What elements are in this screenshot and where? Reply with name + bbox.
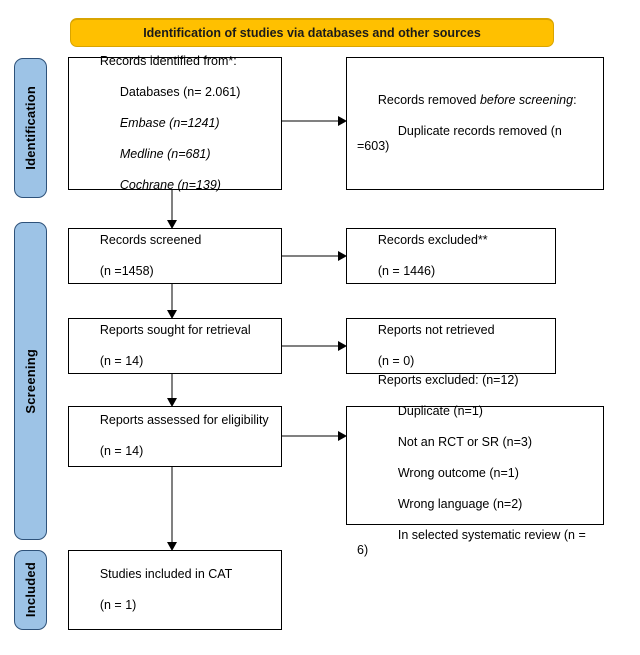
arrow-line	[171, 467, 173, 550]
reports-excluded-line5: Wrong language (n=2)	[397, 496, 523, 511]
stage-label-included: Included	[23, 562, 38, 618]
arrow-sought-to-assessed	[166, 374, 178, 407]
reports-sought-line2: (n = 14)	[99, 353, 144, 368]
arrow-head-right-icon	[338, 251, 347, 261]
reports-assessed-line2: (n = 14)	[99, 444, 144, 459]
box-reports-not-retrieved-text: Reports not retrieved (n = 0)	[347, 307, 555, 385]
reports-sought-line1: Reports sought for retrieval	[99, 322, 251, 337]
box-studies-included: Studies included in CAT (n = 1)	[68, 550, 282, 630]
arrow-line	[171, 284, 173, 318]
arrow-line	[282, 120, 346, 122]
arrow-sought-to-not-retrieved	[282, 340, 347, 352]
arrow-head-down-icon	[167, 220, 177, 229]
arrow-line	[171, 190, 173, 228]
box-records-identified: Records identified from*: Databases (n= …	[68, 54, 282, 192]
stage-bar-screening: Screening	[14, 222, 47, 540]
records-screened-line1: Records screened	[99, 232, 202, 247]
arrow-head-down-icon	[167, 398, 177, 407]
header-banner-title: Identification of studies via databases …	[143, 26, 481, 40]
records-removed-line1-emphasis: before screening	[479, 92, 574, 107]
arrow-assessed-to-included	[166, 467, 178, 551]
box-records-screened-text: Records screened (n =1458)	[69, 217, 281, 295]
box-reports-assessed-text: Reports assessed for eligibility (n = 14…	[69, 398, 281, 476]
records-identified-line3: Embase (n=1241)	[119, 115, 220, 130]
reports-excluded-line3: Not an RCT or SR (n=3)	[397, 434, 533, 449]
box-reports-not-retrieved: Reports not retrieved (n = 0)	[346, 318, 556, 374]
reports-excluded-line6: In selected systematic review (n = 6)	[357, 527, 590, 558]
records-identified-line4: Medline (n=681)	[119, 146, 211, 161]
stage-label-screening: Screening	[23, 348, 38, 414]
records-screened-line2: (n =1458)	[99, 263, 154, 278]
header-banner: Identification of studies via databases …	[70, 18, 554, 47]
records-identified-line1: Records identified from*:	[99, 53, 237, 68]
box-records-removed: Records removed before screening: Duplic…	[346, 57, 604, 190]
box-reports-excluded-text: Reports excluded: (n=12) Duplicate (n=1)…	[347, 357, 603, 574]
arrow-head-down-icon	[167, 310, 177, 319]
box-records-screened: Records screened (n =1458)	[68, 228, 282, 284]
reports-excluded-line4: Wrong outcome (n=1)	[397, 465, 519, 480]
stage-bar-identification: Identification	[14, 58, 47, 198]
studies-included-line1: Studies included in CAT	[99, 566, 233, 581]
arrow-line	[282, 435, 346, 437]
box-records-excluded-text: Records excluded** (n = 1446)	[347, 217, 555, 295]
records-excluded-line1: Records excluded**	[377, 232, 488, 247]
arrow-line	[282, 345, 346, 347]
studies-included-line2: (n = 1)	[99, 597, 137, 612]
records-removed-line1-suffix: :	[573, 92, 577, 107]
box-reports-excluded: Reports excluded: (n=12) Duplicate (n=1)…	[346, 373, 604, 557]
arrow-line	[282, 255, 346, 257]
arrow-head-right-icon	[338, 431, 347, 441]
records-removed-line1-prefix: Records removed	[377, 92, 480, 107]
box-reports-sought-text: Reports sought for retrieval (n = 14)	[69, 307, 281, 385]
reports-excluded-line1: Reports excluded: (n=12)	[377, 372, 519, 387]
arrow-head-down-icon	[167, 542, 177, 551]
box-reports-sought: Reports sought for retrieval (n = 14)	[68, 318, 282, 374]
box-records-identified-text: Records identified from*: Databases (n= …	[69, 38, 281, 209]
reports-not-retrieved-line1: Reports not retrieved	[377, 322, 495, 337]
box-studies-included-text: Studies included in CAT (n = 1)	[69, 551, 281, 629]
box-records-excluded: Records excluded** (n = 1446)	[346, 228, 556, 284]
records-identified-line5: Cochrane (n=139)	[119, 177, 221, 192]
arrow-identified-to-screened	[166, 190, 178, 229]
records-identified-line2: Databases (n= 2.061)	[119, 84, 241, 99]
reports-assessed-line1: Reports assessed for eligibility	[99, 413, 269, 428]
records-excluded-line2: (n = 1446)	[377, 263, 436, 278]
arrow-screened-to-sought	[166, 284, 178, 319]
arrow-assessed-to-reports-excluded	[282, 430, 347, 442]
reports-excluded-line2: Duplicate (n=1)	[397, 403, 483, 418]
reports-not-retrieved-line2: (n = 0)	[377, 353, 415, 368]
stage-label-identification: Identification	[23, 86, 38, 170]
arrow-line	[171, 374, 173, 406]
arrow-head-right-icon	[338, 341, 347, 351]
stage-bar-included: Included	[14, 550, 47, 630]
box-reports-assessed: Reports assessed for eligibility (n = 14…	[68, 406, 282, 467]
arrow-head-right-icon	[338, 116, 347, 126]
records-removed-line2: Duplicate records removed (n =603)	[357, 123, 566, 154]
arrow-screened-to-excluded	[282, 250, 347, 262]
arrow-identified-to-removed	[282, 115, 347, 127]
box-records-removed-text: Records removed before screening: Duplic…	[347, 77, 603, 170]
